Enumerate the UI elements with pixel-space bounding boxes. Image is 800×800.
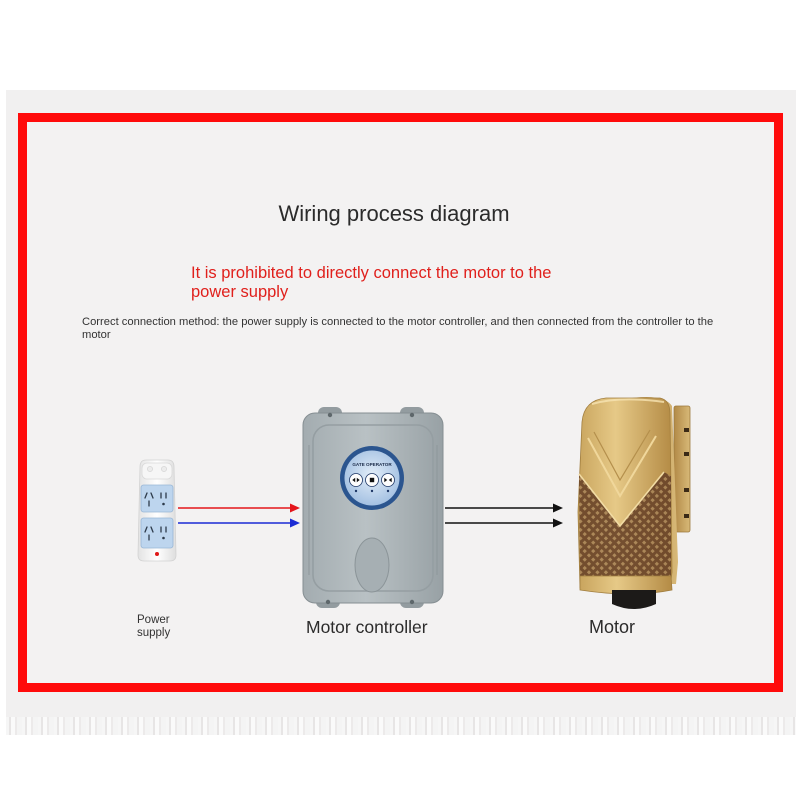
wire-red-arrowhead [290, 504, 300, 513]
button-dot-left [355, 490, 357, 492]
screw-top-right [410, 413, 414, 417]
bottom-texture-strip [6, 717, 796, 735]
mounting-bracket [674, 406, 690, 532]
wire-blue-arrowhead [290, 519, 300, 528]
strip-indicator-light [155, 552, 159, 556]
wire-black-arrowhead-lower [553, 519, 563, 528]
socket-upper [141, 485, 173, 512]
close-button [382, 474, 395, 487]
right-left-arrows-icon [382, 474, 395, 487]
open-button [350, 474, 363, 487]
socket-upper-face [141, 485, 173, 512]
socket-lower [141, 518, 173, 548]
gate-motor-icon [572, 392, 694, 614]
button-dot-right [387, 490, 389, 492]
socket-upper-ground-hole [162, 503, 165, 506]
arrow-power-to-controller-red [178, 504, 300, 513]
warning-text: It is prohibited to directly connect the… [191, 264, 576, 302]
arrow-power-to-controller-blue [178, 519, 300, 528]
controller-cable-cover [355, 538, 389, 592]
control-dial: GATE OPERATOR [340, 446, 404, 510]
screw-top-left [328, 413, 332, 417]
strip-cap-knob-left [147, 466, 152, 471]
bracket-notch-4 [684, 514, 689, 518]
connection-note: Correct connection method: the power sup… [82, 316, 732, 342]
strip-cap-knob-right [161, 466, 166, 471]
stop-glyph [370, 478, 374, 482]
screw-bottom-left [326, 600, 330, 604]
socket-lower-ground-hole [162, 537, 165, 540]
bracket-plate [674, 406, 690, 532]
arrow-controller-to-motor-lower [445, 519, 563, 528]
bracket-notch-2 [684, 452, 689, 456]
bracket-notch-1 [684, 428, 689, 432]
motor-base [612, 590, 656, 609]
button-dot-middle [371, 490, 373, 492]
left-right-arrows-icon [350, 474, 363, 487]
diagram-title: Wiring process diagram [194, 202, 594, 226]
power-supply-label: Power supply [137, 614, 182, 640]
screw-bottom-right [410, 600, 414, 604]
wire-black-arrowhead-upper [553, 504, 563, 513]
strip-top-cap [142, 463, 172, 479]
motor-controller-label: Motor controller [306, 617, 428, 637]
bracket-notch-3 [684, 488, 689, 492]
motor-controller-icon: GATE OPERATOR [300, 405, 448, 610]
gate-operator-label: GATE OPERATOR [352, 462, 392, 467]
socket-lower-face [141, 518, 173, 548]
stop-icon [366, 474, 379, 487]
arrow-controller-to-motor-upper [445, 504, 563, 513]
motor-label: Motor [589, 617, 635, 637]
